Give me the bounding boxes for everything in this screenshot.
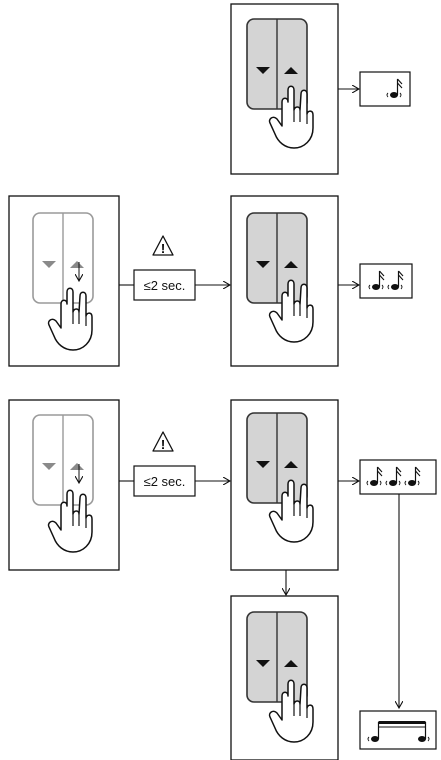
svg-text:!: ! <box>161 241 165 256</box>
feedback-box-double-beep <box>359 263 413 299</box>
warning-triangle-icon <box>152 235 174 256</box>
row-3: ! ≤2 sec. <box>8 399 437 760</box>
svg-text:!: ! <box>161 437 165 452</box>
switch-released-icon <box>32 414 94 506</box>
timing-box <box>133 465 196 497</box>
switch-released-icon <box>32 212 94 304</box>
row-2: ! ≤2 sec. <box>8 195 413 367</box>
timing-label: ≤2 sec. <box>144 278 186 293</box>
feedback-box-triple-beep <box>359 459 437 495</box>
switch-pressed-icon <box>246 212 308 304</box>
timing-label: ≤2 sec. <box>144 474 186 489</box>
switch-pressed-icon <box>246 412 308 504</box>
warning-triangle-icon <box>152 431 174 452</box>
switch-pressed-icon <box>246 611 308 703</box>
row-1 <box>230 3 411 175</box>
feedback-box-long-beep <box>359 710 437 750</box>
switch-pressed-icon <box>246 18 308 110</box>
timing-box <box>133 269 196 301</box>
long-beep-icon <box>367 721 430 742</box>
feedback-box-single-beep <box>359 71 411 107</box>
